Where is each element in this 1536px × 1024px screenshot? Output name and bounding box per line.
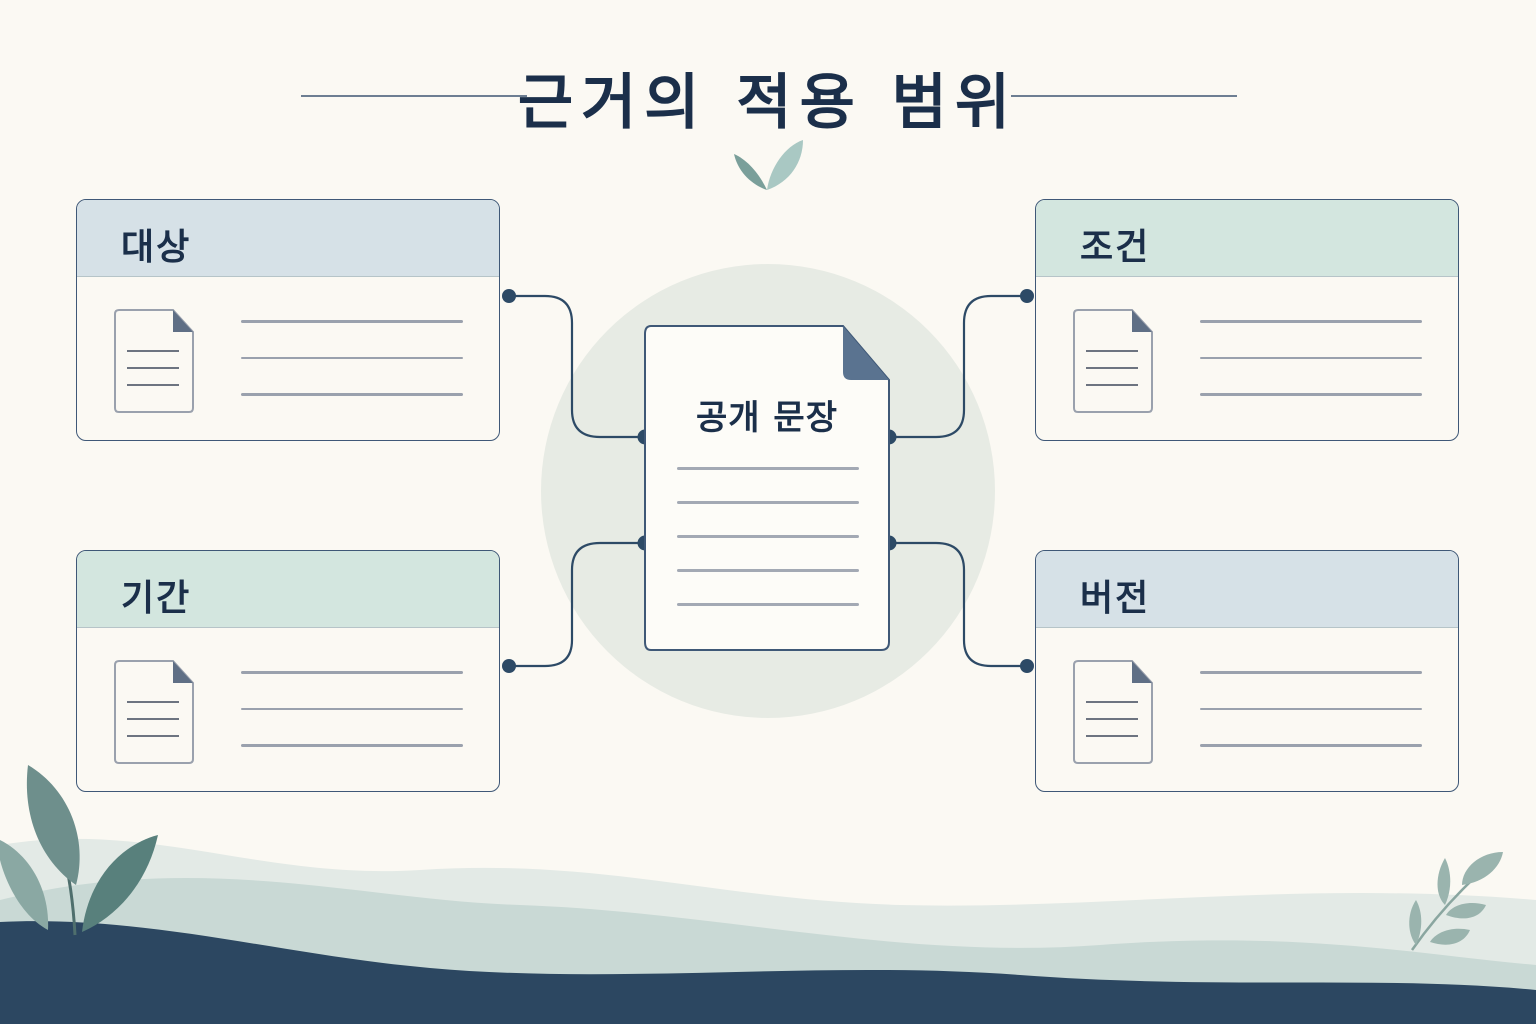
title-divider-left: [301, 95, 527, 97]
plant-icon: [0, 765, 158, 936]
card-text-lines: [241, 671, 463, 781]
card-period: 기간: [76, 550, 500, 792]
card-header: 조건: [1036, 200, 1458, 277]
hill-front: [0, 921, 1536, 1024]
title-divider-right: [1011, 95, 1237, 97]
card-header: 버전: [1036, 551, 1458, 628]
card-header: 대상: [77, 200, 499, 277]
leaf-sprig-icon: [734, 140, 803, 190]
connectors: [509, 294, 1027, 668]
page-title: 근거의 적용 범위: [517, 68, 1019, 138]
document-icon: [1073, 309, 1153, 413]
document-icon: [114, 309, 194, 413]
leaf-sprig-icon: [1409, 852, 1503, 951]
card-text-lines: [241, 320, 463, 430]
document-icon: [1073, 660, 1153, 764]
document-icon: [114, 660, 194, 764]
card-text-lines: [1200, 320, 1422, 430]
card-title: 대상: [121, 226, 192, 268]
card-title: 버전: [1080, 577, 1151, 619]
card-text-lines: [1200, 671, 1422, 781]
center-node-label: 공개 문장: [696, 398, 838, 438]
title-area: 근거의 적용 범위: [0, 50, 1536, 140]
card-version: 버전: [1035, 550, 1459, 792]
card-title: 기간: [121, 577, 192, 619]
card-header: 기간: [77, 551, 499, 628]
card-title: 조건: [1080, 226, 1151, 268]
card-target: 대상: [76, 199, 500, 441]
card-condition: 조건: [1035, 199, 1459, 441]
center-text-lines: [677, 467, 859, 637]
